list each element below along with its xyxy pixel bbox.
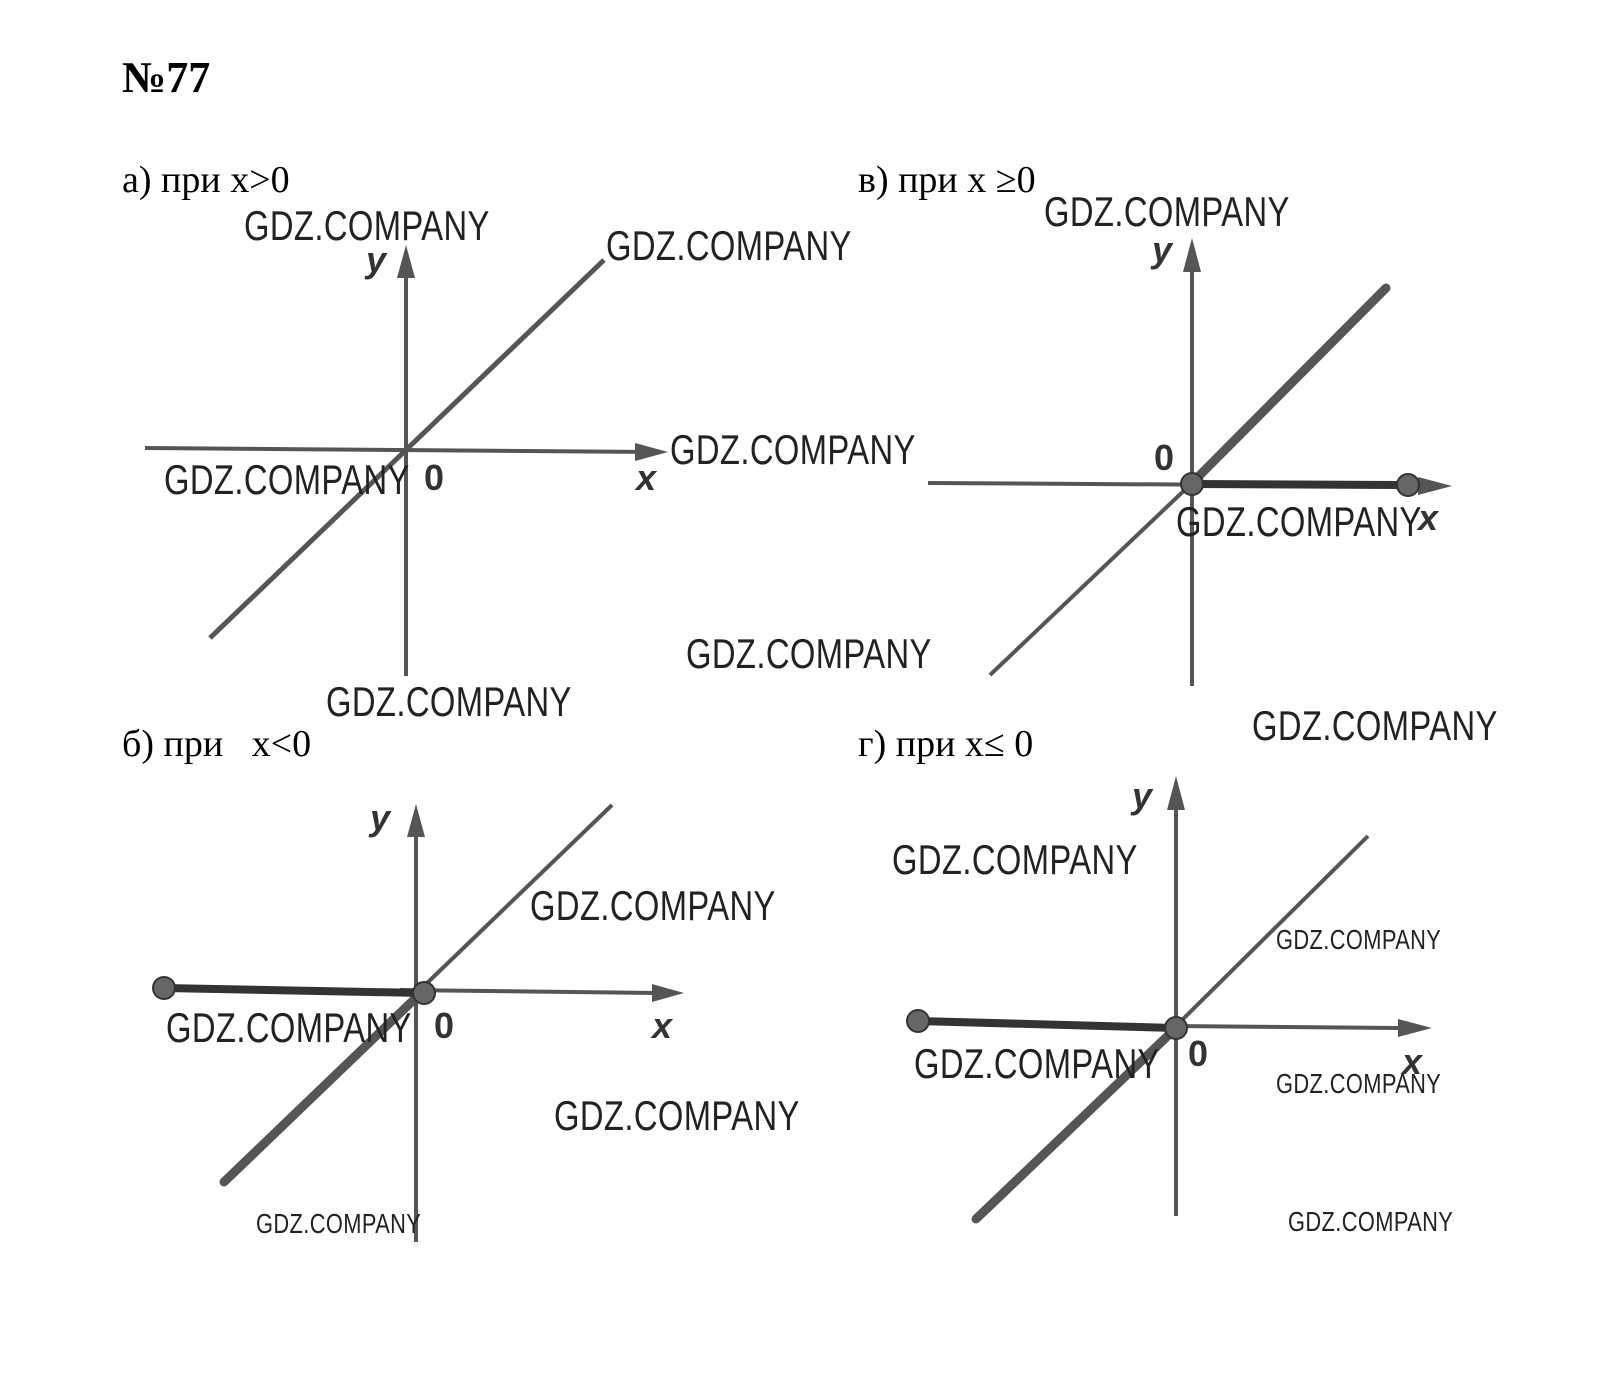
caption-a: а) при x>0 [122,159,290,201]
highlight-ray [219,985,429,1187]
origin-label: 0 [1188,1033,1208,1074]
x-axis-arrowhead [1398,1019,1432,1037]
x-axis-label: x [634,457,658,498]
watermark: GDZ.COMPANY [1288,1206,1454,1237]
x-axis-label: x [1416,497,1440,538]
y-axis-arrowhead [1167,776,1185,810]
x-axis-label: x [650,1005,674,1046]
y-axis-arrowhead [397,245,415,278]
watermark: GDZ.COMPANY [256,1208,422,1239]
watermark: GDZ.COMPANY [1044,188,1290,235]
watermark: GDZ.COMPANY [326,678,572,725]
highlight-ray [1187,283,1391,488]
graph-g: y x 0 [906,775,1432,1224]
watermark: GDZ.COMPANY [164,456,410,503]
watermark: GDZ.COMPANY [244,202,490,249]
caption-b: б) при x<0 [122,723,312,765]
watermark: GDZ.COMPANY [1276,1068,1442,1099]
point-origin [1164,1016,1188,1040]
highlight-segment [163,984,425,997]
graph-v: y x 0 [927,229,1452,686]
graph-line [1174,834,1370,1028]
watermark: GDZ.COMPANY [606,222,852,269]
watermark: GDZ.COMPANY [892,836,1138,883]
x-axis [399,988,656,995]
origin-label: 0 [434,1005,454,1046]
watermark: GDZ.COMPANY [530,882,776,929]
graph-a: y x 0 [144,239,668,676]
watermark: GDZ.COMPANY [1176,498,1422,545]
x-axis [144,446,656,454]
point-start [152,976,176,1000]
watermark: GDZ.COMPANY [166,1004,412,1051]
watermark: GDZ.COMPANY [1252,702,1498,749]
x-axis-arrowhead [635,443,668,461]
y-axis-label: y [364,239,388,280]
watermark: GDZ.COMPANY [914,1040,1160,1087]
y-axis-label: y [368,797,392,838]
x-axis-arrowhead [1418,477,1452,495]
origin-label: 0 [424,457,444,498]
caption-g: г) при x≤ 0 [858,723,1034,765]
graph-b: y x 0 [152,797,684,1242]
watermark: GDZ.COMPANY [554,1092,800,1139]
highlight-segment [1191,480,1409,489]
watermark: GDZ.COMPANY [670,426,916,473]
watermark: GDZ.COMPANY [686,630,932,677]
x-axis-arrowhead [652,984,684,1002]
y-axis-arrowhead [407,804,425,837]
graph-line [208,258,606,640]
point-end [1396,473,1420,497]
point-origin [1180,472,1204,496]
point-start [906,1009,930,1033]
highlight-ray [971,1023,1181,1224]
point-origin [412,981,436,1005]
origin-label: 0 [1154,437,1174,478]
problem-number: №77 [122,53,211,102]
watermark: GDZ.COMPANY [1276,924,1442,955]
graph-line [988,481,1194,677]
y-axis-label: y [1130,775,1154,816]
x-axis [1171,1024,1401,1030]
graph-line [422,803,614,988]
x-axis-label: x [1400,1041,1424,1082]
y-axis-arrowhead [1183,238,1201,272]
caption-v: в) при x ≥0 [858,159,1036,201]
highlight-segment [917,1017,1177,1032]
y-axis-label: y [1150,229,1174,270]
